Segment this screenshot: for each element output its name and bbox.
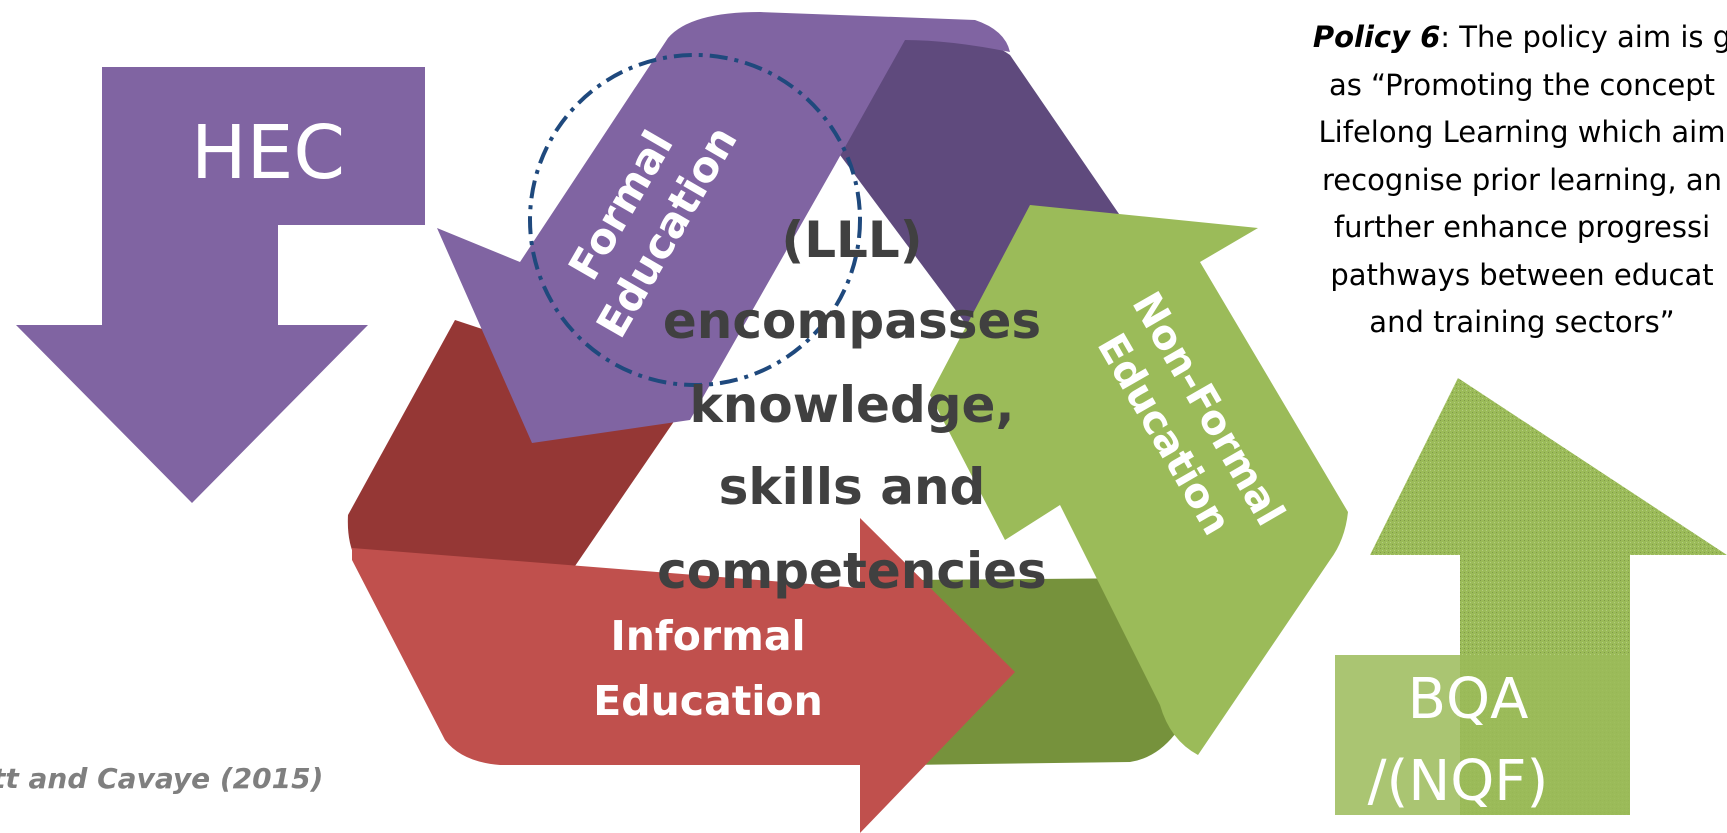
- nonformal-education-arrow: [930, 205, 1348, 755]
- bqa-up-arrow: [1370, 378, 1727, 815]
- informal-education-arrow: [352, 518, 1015, 833]
- policy-text: Policy 6: The policy aim is g as “Promot…: [1262, 14, 1727, 347]
- center-line-4: skills and: [719, 458, 986, 516]
- dashed-circle: [528, 53, 862, 387]
- policy-line-4: recognise prior learning, an: [1322, 162, 1722, 197]
- policy-line-1-rest: : The policy aim is g: [1440, 20, 1727, 54]
- formal-education-arrow: [437, 12, 1010, 443]
- policy-line-1: Policy 6: The policy aim is g: [1262, 14, 1727, 62]
- policy-line-7: and training sectors”: [1369, 305, 1675, 339]
- policy-title: Policy 6: [1312, 20, 1441, 54]
- center-line-5: competencies: [657, 542, 1047, 600]
- bqa-box: [1335, 655, 1630, 815]
- center-text: (LLL) encompasses knowledge, skills and …: [657, 211, 1047, 600]
- hec-label: HEC: [191, 110, 345, 196]
- policy-line-3: Lifelong Learning which aim: [1318, 115, 1726, 149]
- policy-line-2: as “Promoting the concept: [1328, 67, 1716, 102]
- center-line-1: (LLL): [781, 211, 922, 269]
- bqa-label-line2: /(NQF): [1368, 749, 1549, 814]
- bqa-label-line1: BQA: [1408, 667, 1529, 732]
- center-line-3: knowledge,: [690, 376, 1015, 434]
- policy-line-5: further enhance progressi: [1333, 210, 1711, 244]
- informal-label-line2: Education: [593, 677, 823, 725]
- policy-line-6: pathways between educat: [1330, 257, 1714, 292]
- hec-down-arrow: [16, 67, 425, 503]
- informal-label-line1: Informal: [610, 612, 805, 660]
- citation: tt and Cavaye (2015): [0, 762, 324, 795]
- center-line-2: encompasses: [663, 292, 1041, 350]
